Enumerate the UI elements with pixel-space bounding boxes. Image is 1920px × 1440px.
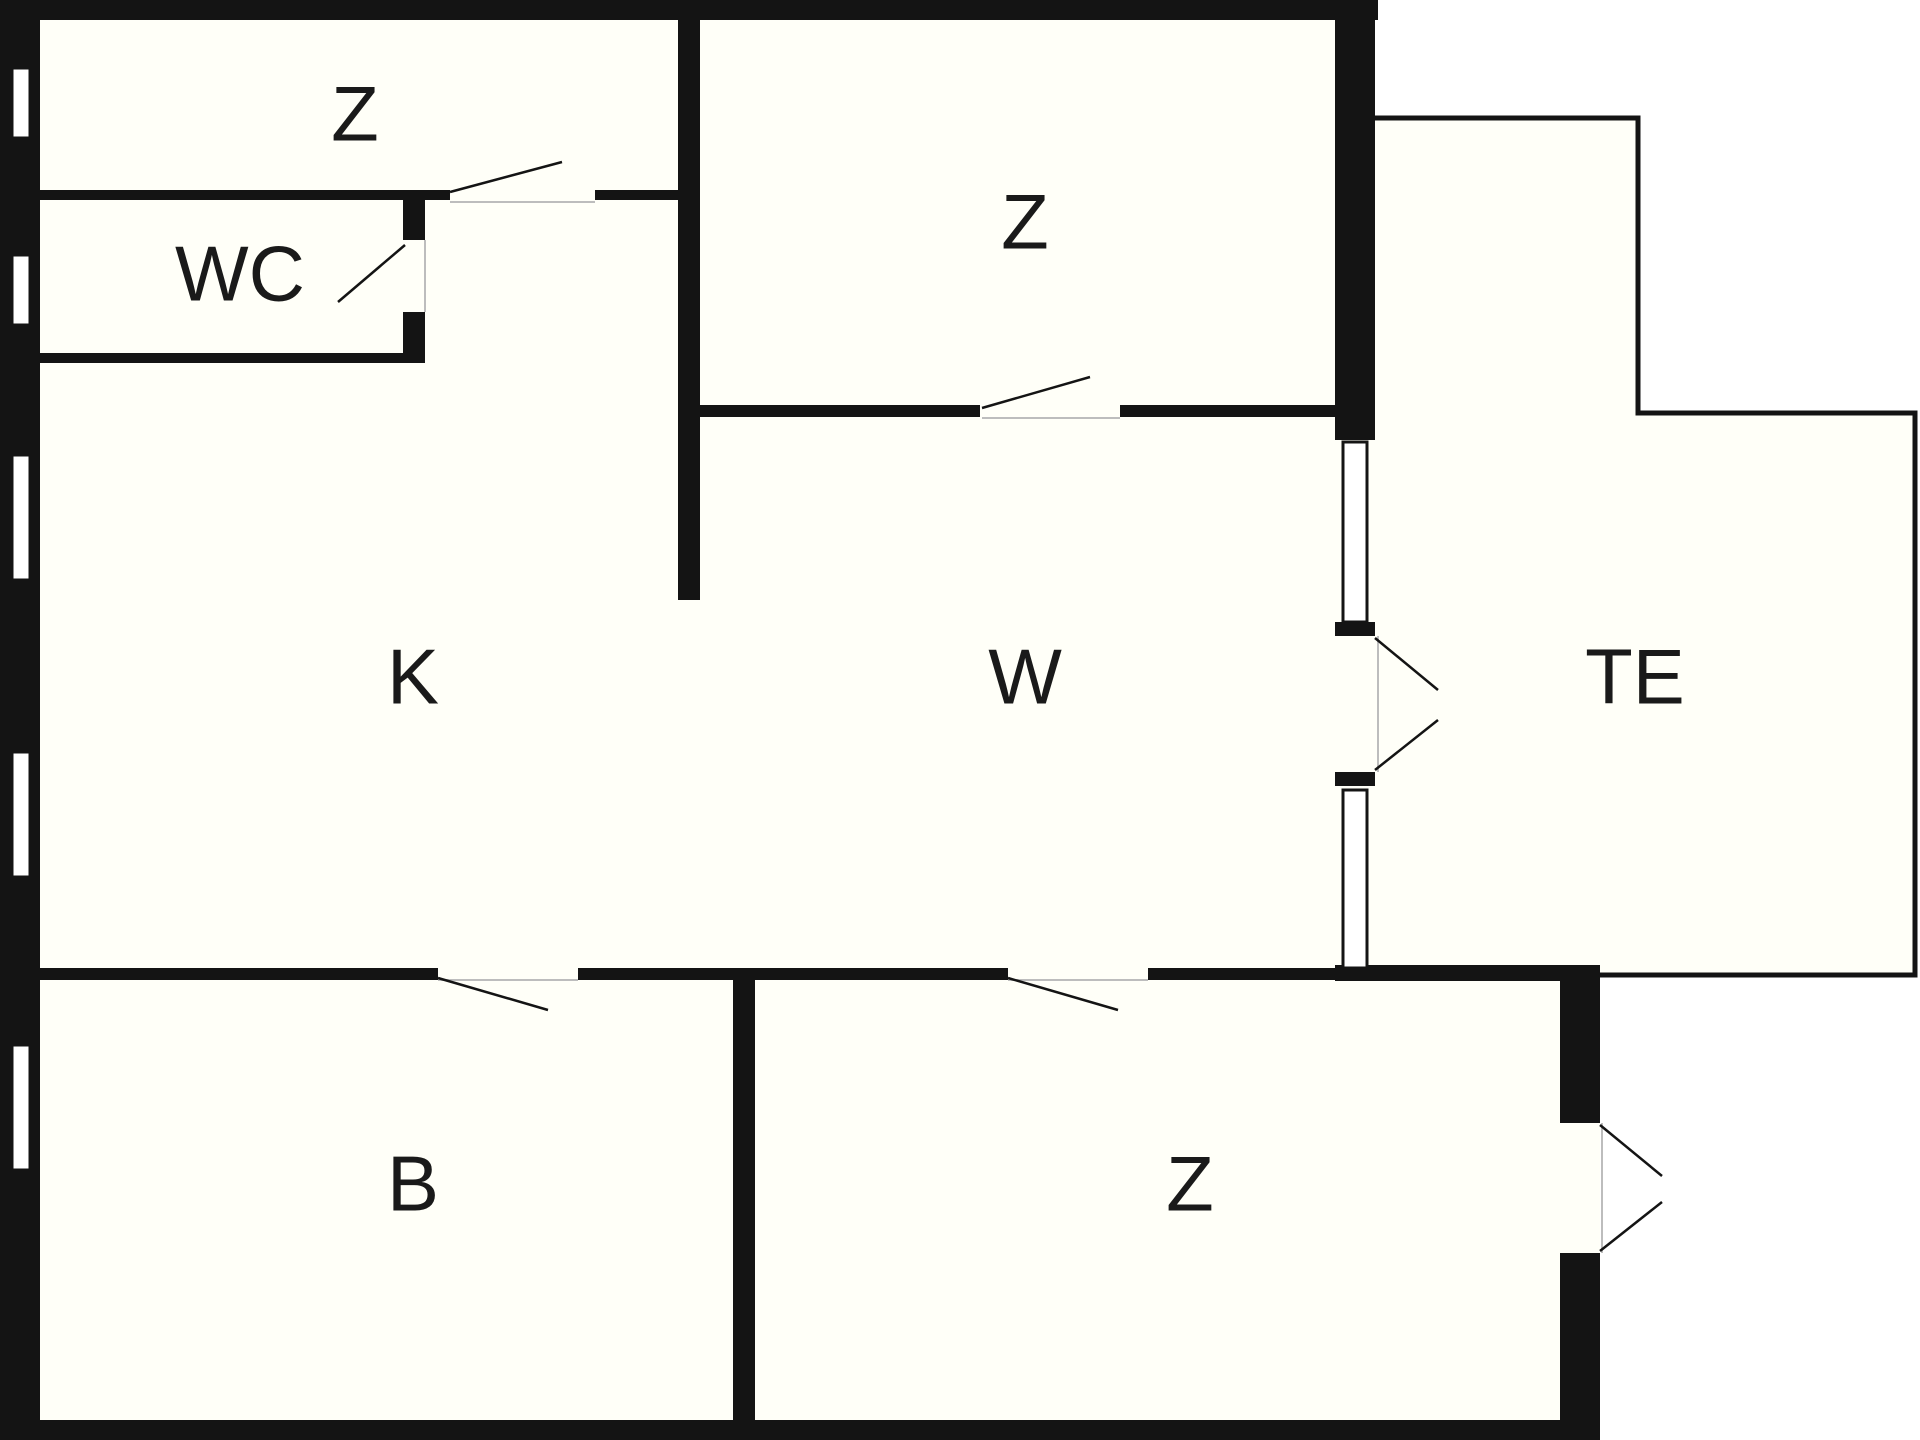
door-swing-terrace-1 (1374, 637, 1439, 691)
wall-room-top-right-bottom-2 (1120, 405, 1345, 417)
room-label-room-bottom-right: Z (1166, 1140, 1214, 1228)
wall-outer-right-lower-wing (1560, 965, 1600, 1123)
wall-outer-step (1335, 965, 1600, 981)
wall-outer-right-lower-wing-2 (1560, 1253, 1600, 1440)
wall-right-segment-2 (1335, 772, 1375, 786)
window-left-3 (10, 453, 32, 582)
door-swing-wc (337, 244, 406, 303)
wall-horizontal-lower-3 (1148, 968, 1348, 980)
wall-wc-right-upper (403, 195, 425, 240)
door-swing-room-top-right (981, 375, 1091, 410)
floor-terrace (1375, 118, 1915, 973)
door-swing-room-bottom-right (1007, 976, 1119, 1012)
wall-right-segment-1 (1335, 622, 1375, 636)
room-label-room-top-right: Z (1001, 178, 1049, 266)
window-left-4 (10, 750, 32, 879)
door-swing-exterior-2 (1599, 1201, 1663, 1252)
wall-outer-bottom (0, 1420, 1600, 1440)
terrace-outline (1375, 115, 1918, 978)
wall-vertical-bottom (733, 975, 755, 1430)
room-label-storage-top-left: Z (331, 70, 379, 158)
window-right-1 (1341, 440, 1369, 624)
room-label-terrace: TE (1585, 633, 1685, 721)
wall-horizontal-lower-2 (578, 968, 1008, 980)
window-left-2 (10, 253, 32, 327)
window-left-5 (10, 1043, 32, 1172)
room-label-living: W (988, 633, 1062, 721)
wall-room-top-right-bottom (690, 405, 980, 417)
window-left-1 (10, 66, 32, 140)
wall-top-rooms-divider (30, 190, 450, 200)
wall-wc-bottom (30, 353, 425, 363)
window-right-2 (1341, 788, 1369, 970)
wall-outer-right-upper (1335, 0, 1375, 440)
wall-outer-top (0, 0, 1378, 20)
room-label-kitchen: K (387, 633, 439, 721)
door-swing-exterior-1 (1599, 1124, 1663, 1177)
room-label-bathroom: B (387, 1140, 439, 1228)
wall-wc-right-lower (403, 312, 425, 362)
door-swing-top-left (449, 160, 563, 194)
wall-outer-left (0, 0, 40, 1440)
door-swing-terrace-2 (1374, 719, 1439, 771)
wall-vertical-center-upper (678, 15, 700, 600)
room-label-wc: WC (175, 230, 305, 318)
wall-top-rooms-divider-2 (595, 190, 680, 200)
wall-horizontal-lower-1 (30, 968, 438, 980)
door-swing-bathroom (437, 976, 549, 1012)
